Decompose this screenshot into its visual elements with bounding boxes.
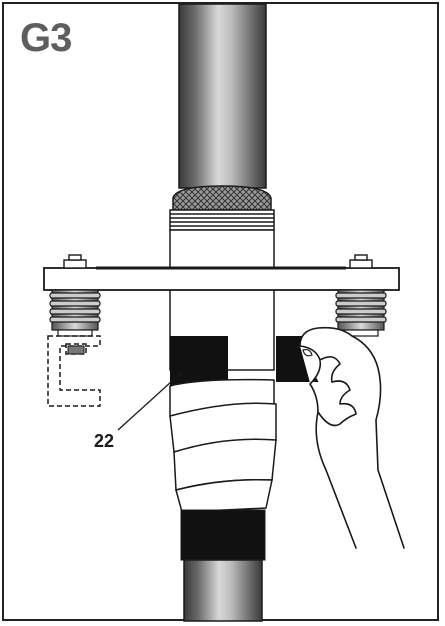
- callout-leader: [117, 371, 183, 431]
- left-bellows: [49, 289, 101, 337]
- right-bellows: [335, 289, 387, 337]
- right-bolt: [349, 254, 373, 269]
- lower-pipe: [183, 559, 263, 622]
- knurled-nut: [172, 185, 272, 211]
- step-label: G3: [20, 16, 72, 60]
- tape-strip-on-cable: [170, 336, 228, 386]
- black-sleeve: [180, 509, 266, 561]
- flange-plate: [43, 267, 400, 291]
- threaded-collar: [169, 209, 275, 231]
- thumbnail: [302, 348, 313, 357]
- upper-pipe: [178, 3, 267, 189]
- left-bolt: [63, 254, 87, 269]
- callout-label: 22: [94, 431, 115, 451]
- hand: [299, 326, 405, 549]
- bracket-nut: [67, 345, 85, 355]
